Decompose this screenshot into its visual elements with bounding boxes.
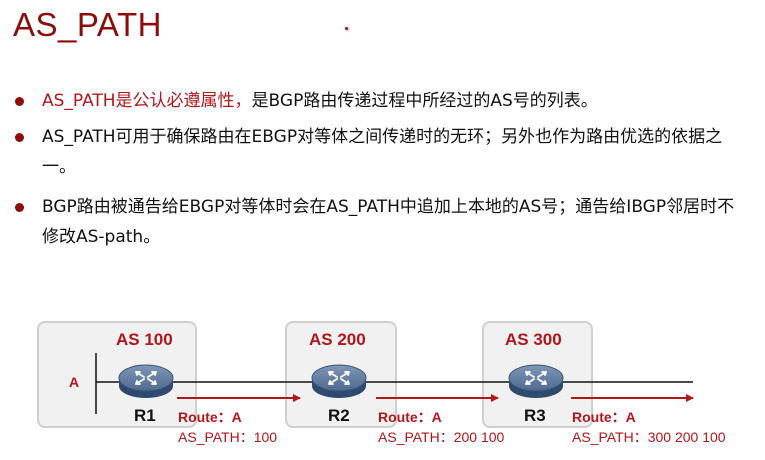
aspath-label-1: AS_PATH：100 (178, 429, 278, 445)
bullet-text: AS_PATH可用于确保路由在EBGP对等体之间传递时的无环；另外也作为路由优选… (42, 127, 723, 177)
as-label-100: AS 100 (116, 330, 173, 349)
as-label-300: AS 300 (505, 330, 562, 349)
network-label: A (69, 374, 80, 390)
bullet-dot-icon (15, 203, 24, 212)
router-icon (311, 364, 367, 398)
slide-title: AS_PATH (13, 6, 162, 43)
bullet-body: 是BGP路由传递过程中所经过的AS号的列表。 (251, 91, 598, 111)
router-icon (118, 364, 174, 398)
router-label-r2: R2 (328, 406, 350, 425)
stray-dot (345, 27, 348, 30)
bullet-dot-icon (15, 133, 24, 142)
as-label-200: AS 200 (309, 330, 366, 349)
router-label-r1: R1 (134, 406, 156, 425)
bullet-text: BGP路由被通告给EBGP对等体时会在AS_PATH中追加上本地的AS号；通告给… (42, 197, 735, 247)
bullet-dot-icon (15, 97, 24, 106)
aspath-label-2: AS_PATH：200 100 (378, 429, 505, 445)
router-label-r3: R3 (524, 406, 546, 425)
route-label-2: Route：A (378, 409, 442, 425)
aspath-label-3: AS_PATH：300 200 100 (572, 429, 726, 445)
bullet-highlight: AS_PATH是公认必遵属性， (42, 91, 252, 111)
bullet-text: AS_PATH是公认必遵属性，是BGP路由传递过程中所经过的AS号的列表。 (42, 86, 762, 116)
route-label-3: Route：A (572, 409, 636, 425)
router-icon (508, 364, 564, 398)
route-label-1: Route：A (178, 409, 242, 425)
